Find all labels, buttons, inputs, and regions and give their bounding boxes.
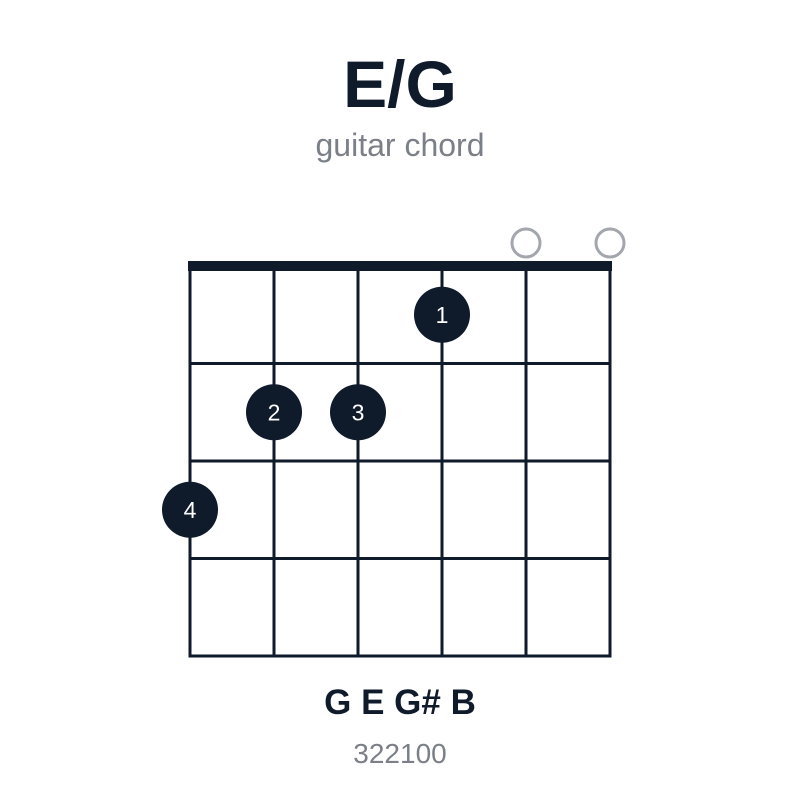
finger-label-1: 1 — [436, 302, 449, 328]
chord-title: E/G — [343, 47, 457, 121]
finger-dot-2 — [246, 384, 302, 441]
chord-fingering-code: 322100 — [353, 738, 446, 769]
chord-subtitle: guitar chord — [316, 127, 485, 163]
finger-label-3: 3 — [352, 399, 365, 425]
finger-dot-3 — [330, 384, 386, 441]
finger-dot-4 — [162, 481, 218, 538]
open-string-marker-5 — [510, 227, 542, 259]
open-string-marker-6 — [594, 227, 626, 259]
finger-label-4: 4 — [184, 497, 197, 523]
nut — [188, 261, 612, 271]
fretboard: 1 2 3 4 — [162, 227, 626, 658]
finger-label-2: 2 — [268, 399, 281, 425]
finger-dot-1 — [414, 286, 470, 343]
chord-notes: G E G# B — [324, 683, 476, 722]
